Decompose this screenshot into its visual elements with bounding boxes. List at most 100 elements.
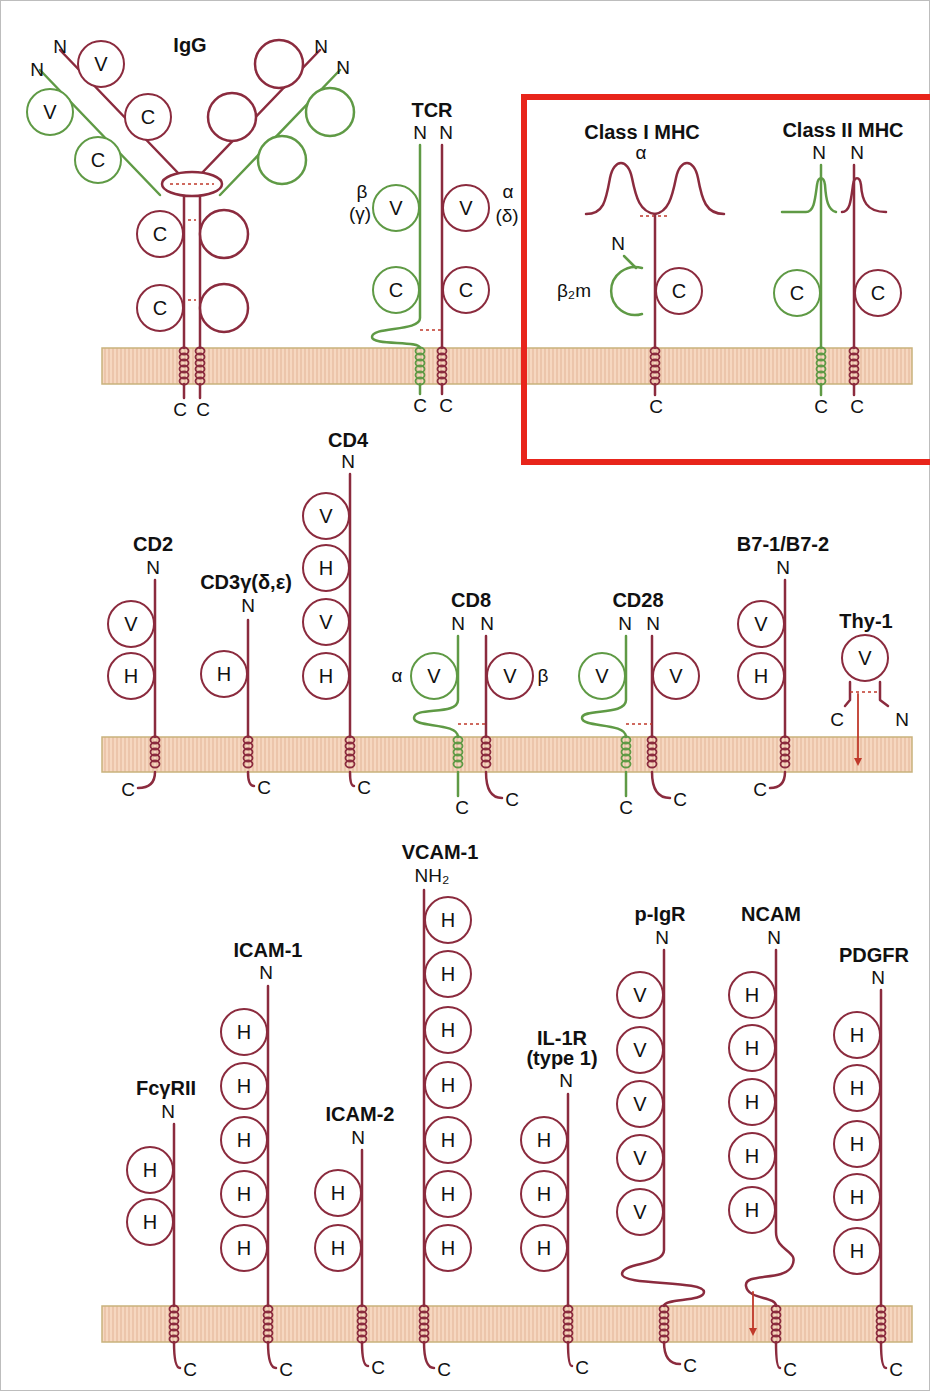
chain-label: (γ)	[349, 204, 371, 224]
domain-letter: H	[237, 1076, 251, 1096]
ig-domain: H	[728, 1078, 776, 1126]
chain-label: C	[357, 778, 371, 798]
polypeptide-chain	[441, 145, 444, 348]
ig-domain: H	[126, 1198, 174, 1246]
chain-label: N	[655, 928, 669, 948]
molecule-name: CD4	[328, 430, 368, 450]
domain-letter: V	[94, 54, 107, 74]
c-terminal-tail	[199, 384, 202, 398]
chain-label: β	[357, 182, 368, 202]
molecule-name: CD2	[133, 534, 173, 554]
domain-letter: H	[441, 1238, 455, 1258]
domain-letter: H	[745, 1200, 759, 1220]
molecule-name: p-IgR	[634, 904, 685, 924]
chain-label: C	[437, 1360, 451, 1380]
domain-letter: C	[459, 280, 473, 300]
chain-label: N	[451, 614, 465, 634]
domain-letter: H	[237, 1184, 251, 1204]
chain-label: N	[351, 1128, 365, 1148]
chain-label: C	[279, 1360, 293, 1380]
domain-letter: H	[850, 1187, 864, 1207]
chain-label: C	[505, 790, 519, 810]
ig-domain: C	[854, 269, 902, 317]
polypeptide-chain	[586, 163, 724, 214]
domain-letter: H	[745, 1038, 759, 1058]
domain-letter: H	[319, 558, 333, 578]
ig-domain: V	[372, 184, 420, 232]
chain-label: C	[830, 710, 844, 730]
chain-label: β₂m	[557, 281, 591, 301]
domain-letter: H	[143, 1160, 157, 1180]
ig-domain: H	[424, 1116, 472, 1164]
domain-letter: V	[754, 614, 767, 634]
transmembrane-helix	[648, 761, 657, 768]
chain-label: N	[146, 558, 160, 578]
c-terminal-tail	[568, 1342, 572, 1366]
molecule-name: CD8	[451, 590, 491, 610]
domain-letter: H	[331, 1238, 345, 1258]
ig-domain: H	[107, 652, 155, 700]
ig-domain	[200, 284, 248, 332]
polypeptide-chain	[183, 196, 186, 348]
ig-domain: H	[424, 1170, 472, 1218]
c-terminal-tail	[419, 384, 422, 394]
c-terminal-tail	[625, 772, 628, 796]
ig-domain: H	[424, 896, 472, 944]
chain-label: C	[673, 790, 687, 810]
ig-domain: H	[520, 1116, 568, 1164]
ig-domain: V	[302, 598, 350, 646]
chain-label: α	[392, 666, 403, 686]
domain-letter: V	[633, 1148, 646, 1168]
c-terminal-tail	[776, 1342, 780, 1368]
transmembrane-helix	[454, 761, 463, 768]
domain-letter: C	[153, 224, 167, 244]
chain-label: C	[257, 778, 271, 798]
polypeptide-chain	[622, 950, 704, 1306]
polypeptide-chain	[853, 165, 856, 348]
ig-domain: V	[616, 1026, 664, 1074]
polypeptide-chain	[782, 178, 836, 212]
ig-domain	[258, 136, 306, 184]
c-terminal-tail	[486, 772, 502, 798]
domain-letter: C	[153, 298, 167, 318]
domain-letter: H	[537, 1238, 551, 1258]
domain-letter: V	[669, 666, 682, 686]
molecule-name: PDGFR	[839, 945, 909, 965]
ig-domain: H	[220, 1170, 268, 1218]
ig-domain: V	[616, 1080, 664, 1128]
domain-letter: V	[389, 198, 402, 218]
molecule-name: ICAM-1	[234, 940, 303, 960]
c-terminal-tail	[424, 1342, 434, 1368]
domain-letter: H	[745, 1092, 759, 1112]
chain-label: N	[767, 928, 781, 948]
c-terminal-tail	[652, 772, 670, 798]
ig-domain: C	[136, 210, 184, 258]
chain-label: N	[611, 234, 625, 254]
disulfide-bond	[170, 183, 214, 185]
ig-domain: C	[74, 136, 122, 184]
ig-domain: V	[26, 88, 74, 136]
chain-label: N	[559, 1071, 573, 1091]
polypeptide-chain	[154, 580, 157, 737]
ig-domain: H	[424, 1061, 472, 1109]
domain-letter: V	[858, 648, 871, 668]
domain-letter: V	[43, 102, 56, 122]
chain-label: C	[196, 400, 210, 420]
ig-domain: V	[578, 652, 626, 700]
chain-label: N	[341, 452, 355, 472]
chain-label: α	[636, 143, 647, 163]
transmembrane-helix	[346, 761, 355, 768]
ig-domain: H	[220, 1224, 268, 1272]
disulfide-bond	[188, 219, 196, 221]
domain-letter: C	[790, 283, 804, 303]
domain-letter: V	[319, 612, 332, 632]
ig-domain: V	[616, 1134, 664, 1182]
ig-domain: V	[737, 600, 785, 648]
ig-domain: H	[728, 971, 776, 1019]
chain-label: C	[371, 1358, 385, 1378]
c-terminal-tail	[770, 772, 785, 788]
ig-domain: H	[424, 1006, 472, 1054]
polypeptide-chain	[842, 178, 886, 212]
domain-letter: V	[427, 666, 440, 686]
disulfide-bond	[850, 691, 880, 693]
